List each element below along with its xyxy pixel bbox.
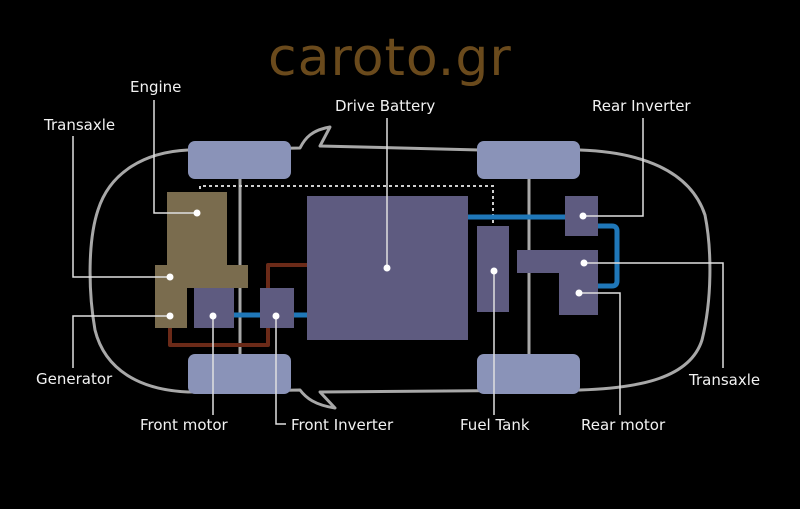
leader-front-inverter xyxy=(275,316,286,425)
dot-rear-inverter xyxy=(579,212,587,220)
leader-generator xyxy=(72,315,170,368)
label-fuel-tank: Fuel Tank xyxy=(460,416,530,434)
wheel-rear-right xyxy=(477,354,580,394)
dot-transaxle-rear xyxy=(580,259,588,267)
dot-engine xyxy=(193,209,201,217)
label-drive-battery: Drive Battery xyxy=(335,97,436,115)
watermark: caroto.gr xyxy=(268,28,512,88)
label-rear-inverter: Rear Inverter xyxy=(592,97,691,115)
front-transaxle-block xyxy=(155,265,248,288)
dot-transaxle-front xyxy=(166,273,174,281)
car-body-outline xyxy=(88,125,712,410)
front-power-line xyxy=(168,263,307,347)
dot-front-inverter xyxy=(272,312,280,320)
rear-transaxle-block xyxy=(517,250,598,273)
label-front-motor: Front motor xyxy=(140,416,228,434)
hv-line-rear-inverter-motor xyxy=(598,223,620,289)
label-transaxle-rear: Transaxle xyxy=(689,371,761,389)
engine-block xyxy=(167,192,227,265)
wheel-front-left xyxy=(188,141,291,179)
leader-rear-inverter xyxy=(583,118,644,217)
generator-block xyxy=(155,288,187,328)
wheel-rear-left xyxy=(477,141,580,179)
label-rear-motor: Rear motor xyxy=(581,416,666,434)
label-generator: Generator xyxy=(36,370,113,388)
leader-transaxle-front xyxy=(72,136,170,278)
label-engine: Engine xyxy=(130,78,182,96)
dot-fuel-tank xyxy=(490,267,498,275)
dot-generator xyxy=(166,312,174,320)
leader-engine xyxy=(153,100,197,214)
leader-rear-motor xyxy=(579,292,621,415)
dot-rear-motor xyxy=(575,289,583,297)
dot-drive-battery xyxy=(383,264,391,272)
dot-front-motor xyxy=(209,312,217,320)
label-front-inverter: Front Inverter xyxy=(291,416,394,434)
front-inverter-block xyxy=(260,288,294,328)
label-transaxle-front: Transaxle xyxy=(44,116,116,134)
leader-transaxle-rear xyxy=(584,262,724,368)
front-motor-block xyxy=(194,288,234,328)
